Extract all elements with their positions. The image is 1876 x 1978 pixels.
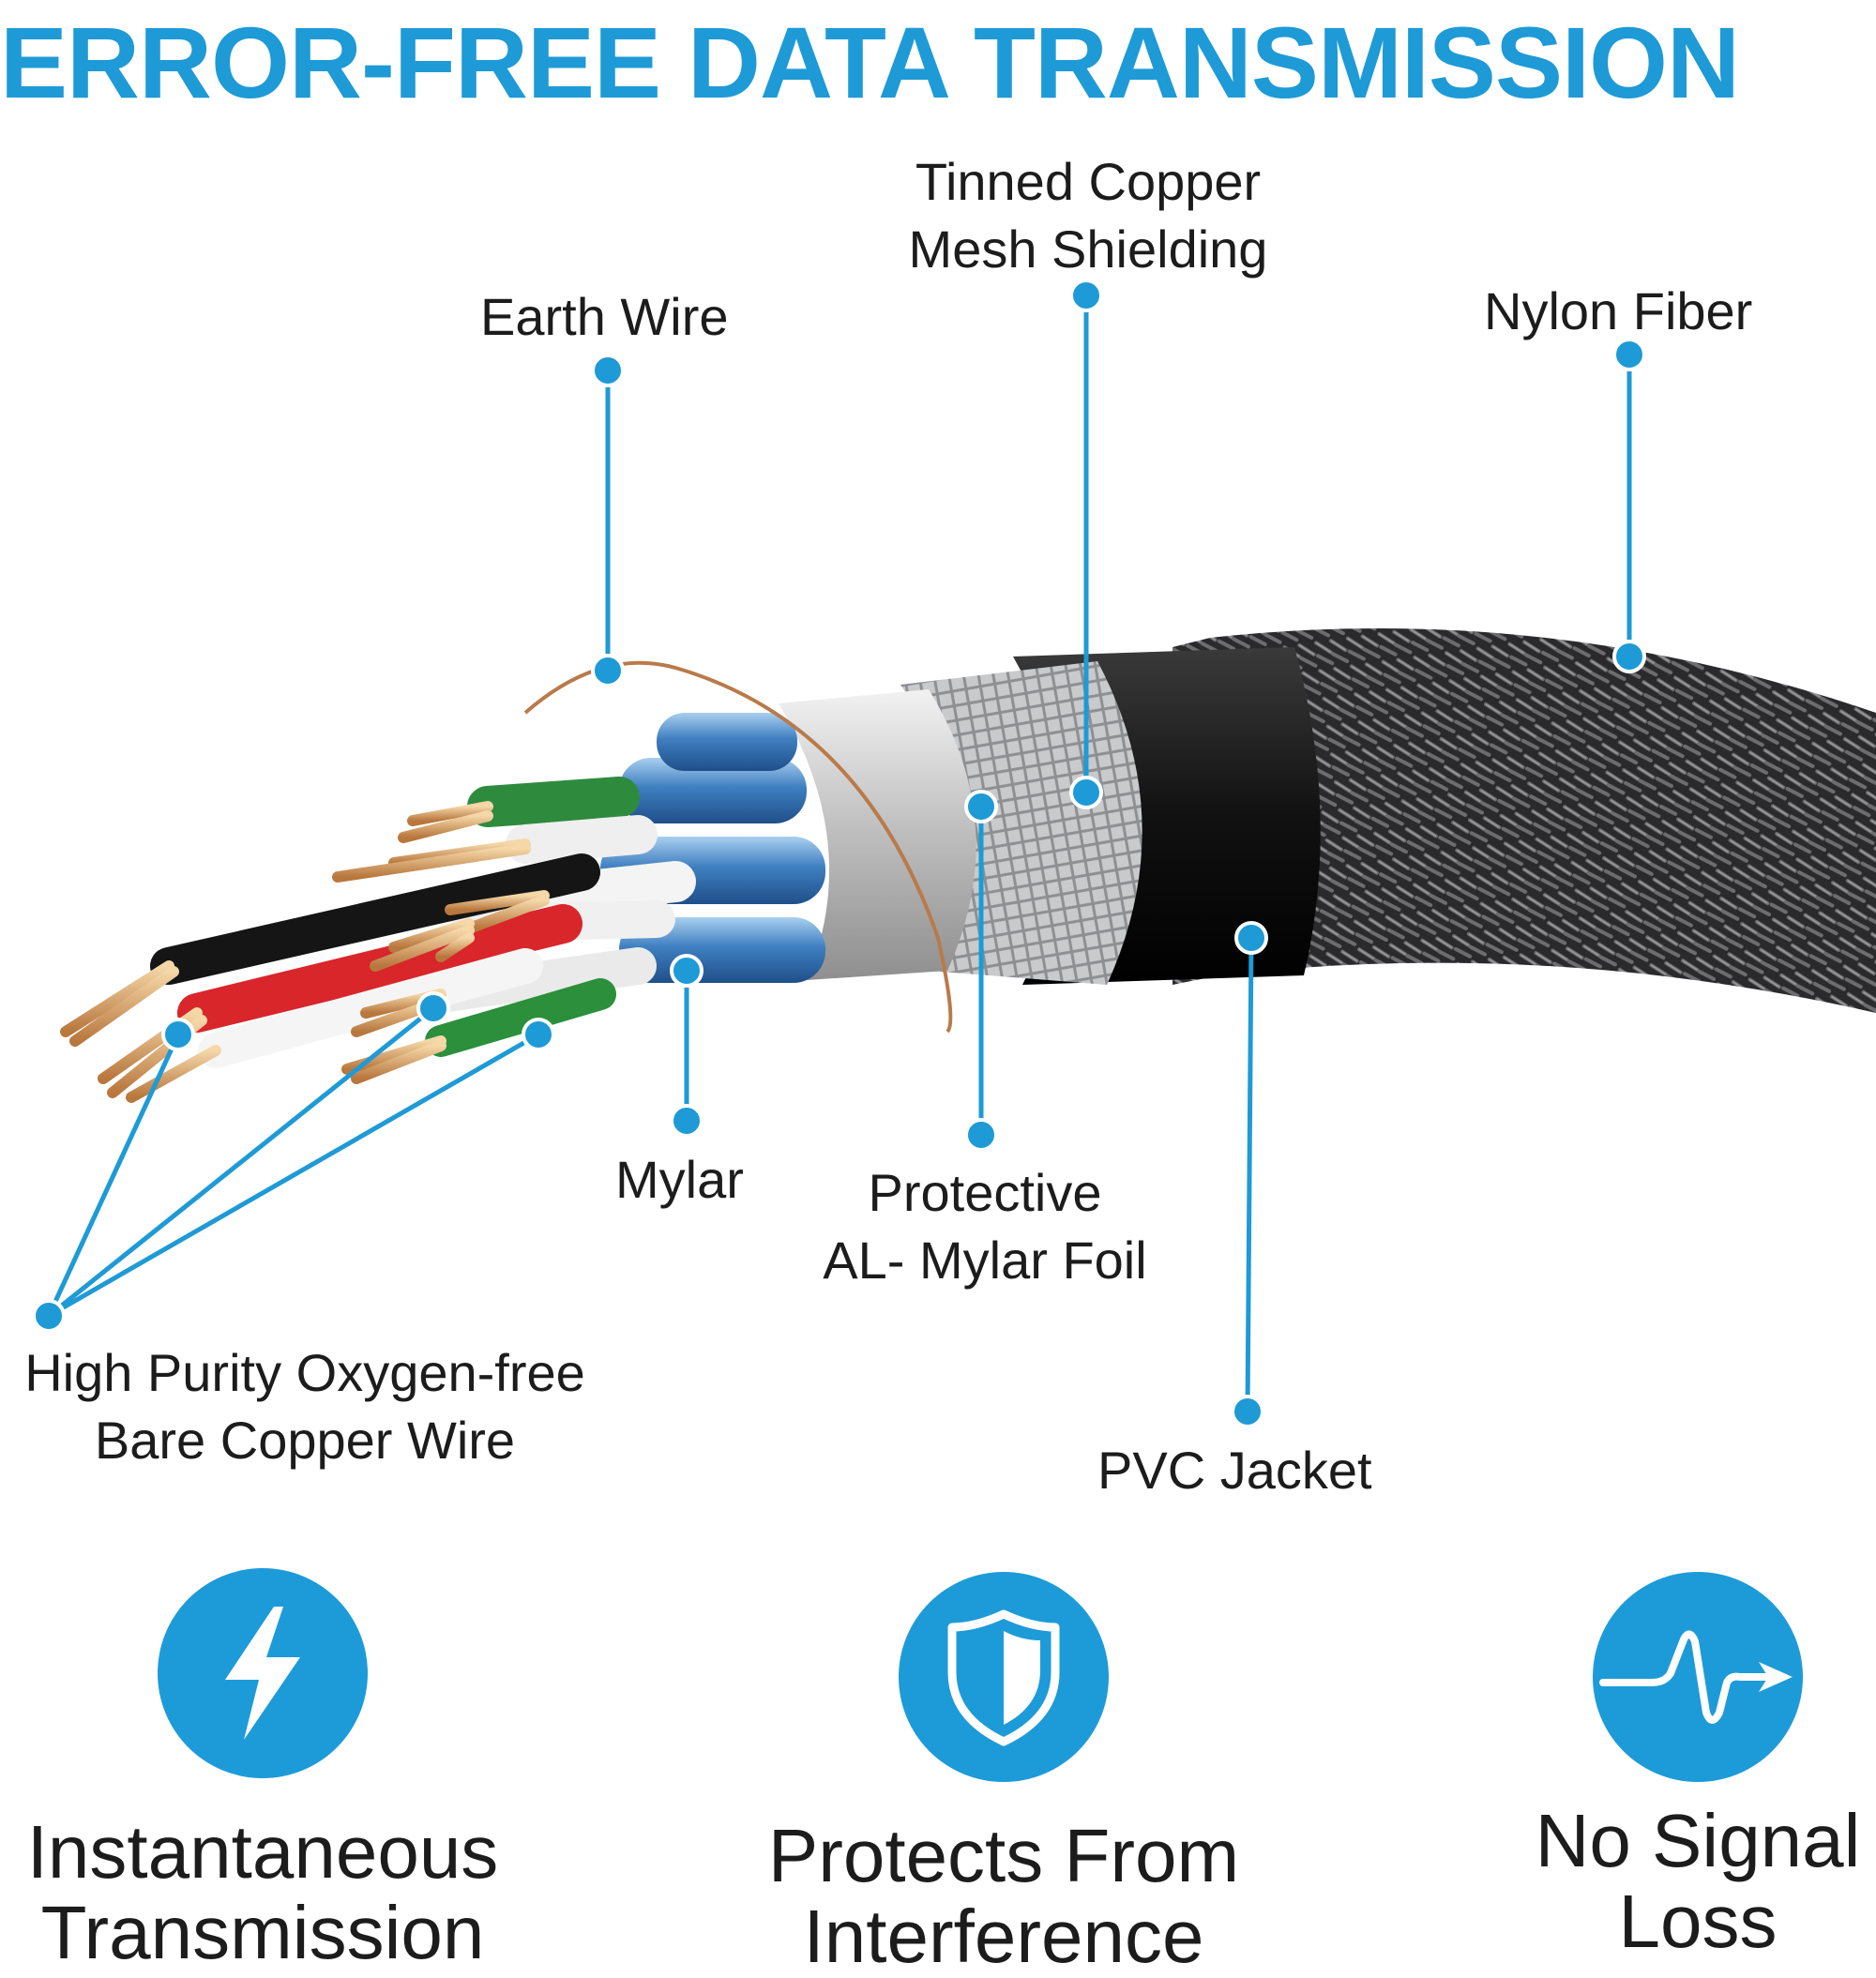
label-copper-wire-line1: High Purity Oxygen-free <box>24 1343 585 1402</box>
feature-line1: Protects From <box>767 1814 1240 1897</box>
label-copper-wire: High Purity Oxygen-free Bare Copper Wire <box>0 1339 610 1474</box>
feature-badge <box>1593 1572 1803 1782</box>
feature-label: No Signal Loss <box>1463 1801 1876 1962</box>
feature-line1: Instantaneous <box>26 1810 499 1894</box>
feature-line1: No Signal <box>1535 1799 1861 1882</box>
feature-line2: Interference <box>803 1895 1204 1978</box>
label-tinned-copper: Tinned Copper Mesh Shielding <box>872 148 1304 283</box>
callout-lines <box>46 295 1632 1412</box>
label-tinned-copper-line1: Tinned Copper <box>915 152 1262 211</box>
label-earth-wire: Earth Wire <box>480 287 729 346</box>
label-protective-line1: Protective <box>868 1163 1102 1222</box>
label-tinned-copper-line2: Mesh Shielding <box>908 219 1268 279</box>
feature-label: Protects From Interference <box>722 1816 1285 1977</box>
label-protective-foil: Protective AL- Mylar Foil <box>788 1159 1182 1294</box>
feature-label: Instantaneous Transmission <box>0 1812 525 1973</box>
label-copper-wire-line2: Bare Copper Wire <box>94 1411 516 1470</box>
label-pvc-jacket: PVC Jacket <box>1097 1441 1372 1500</box>
page-title: ERROR-FREE DATA TRANSMISSION <box>0 6 1740 119</box>
mylar-pairs <box>600 713 825 983</box>
feature-line2: Transmission <box>40 1891 485 1974</box>
feature-instantaneous: Instantaneous Transmission <box>0 1568 525 1973</box>
feature-line2: Loss <box>1618 1880 1778 1963</box>
shield-icon <box>947 1609 1060 1746</box>
signal-wave-icon <box>1599 1630 1793 1724</box>
feature-badge <box>899 1572 1109 1782</box>
feature-no-signal-loss: No Signal Loss <box>1463 1572 1876 1962</box>
label-protective-line2: AL- Mylar Foil <box>823 1231 1147 1290</box>
callout-dots <box>32 279 1646 1428</box>
lightning-icon <box>225 1607 300 1740</box>
nylon-braid <box>1172 628 1876 1013</box>
label-mylar: Mylar <box>615 1150 744 1209</box>
feature-protects: Protects From Interference <box>722 1572 1285 1977</box>
feature-badge <box>158 1568 368 1778</box>
label-nylon-fiber: Nylon Fiber <box>1484 281 1753 340</box>
